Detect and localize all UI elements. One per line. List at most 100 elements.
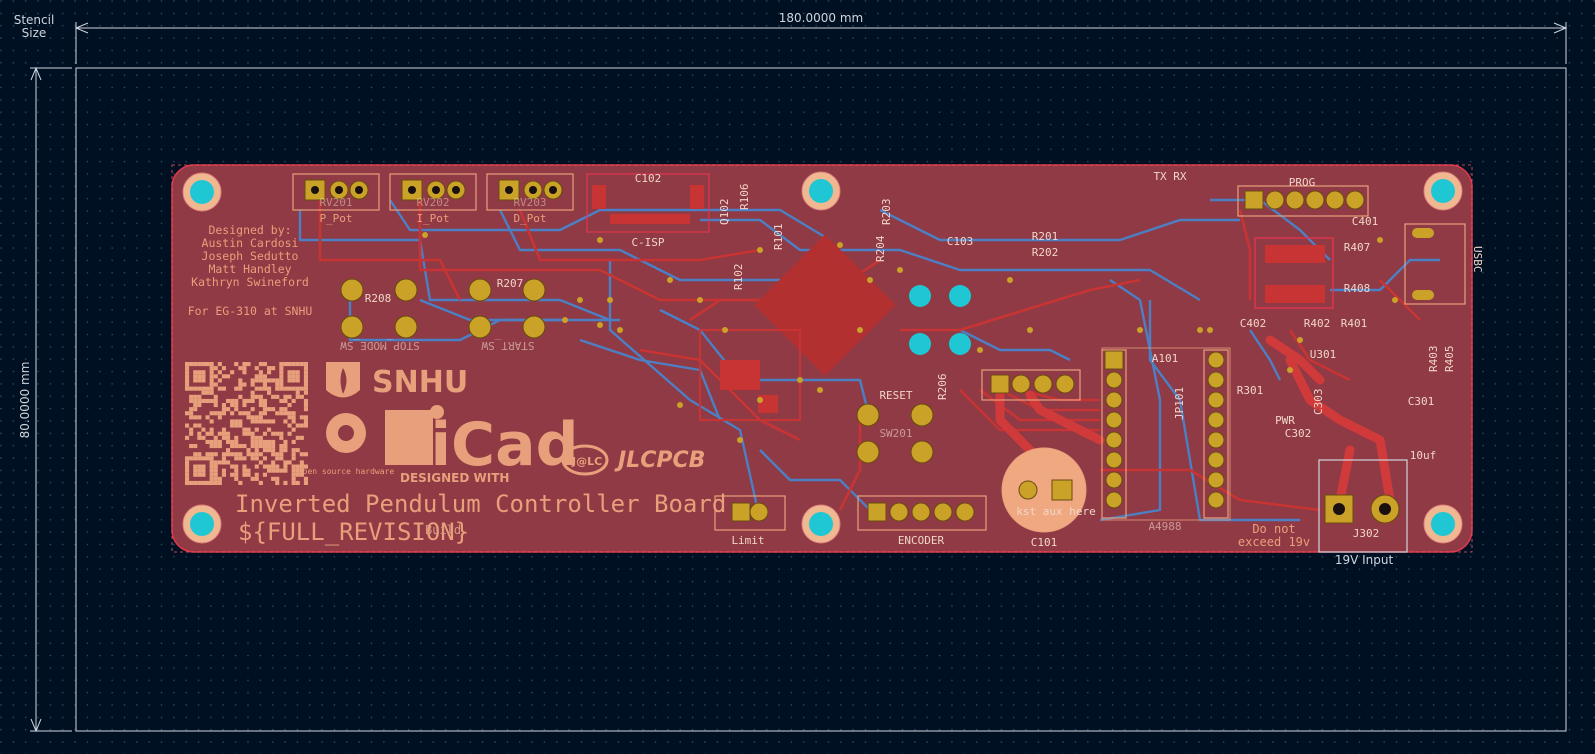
qr-cell [254, 452, 259, 457]
qr-cell [271, 378, 276, 383]
stepper-driver-headers[interactable] [1101, 347, 1231, 521]
stepper-driver-pins [1104, 350, 1225, 509]
qr-cell [242, 427, 247, 432]
tactile-switches[interactable] [340, 278, 934, 464]
via [597, 322, 603, 328]
qr-cell [193, 423, 198, 428]
qr-cell [258, 435, 263, 440]
qr-cell [238, 382, 243, 387]
crystal-cluster[interactable] [909, 285, 971, 355]
qr-cell [209, 427, 214, 432]
qr-cell [267, 419, 272, 424]
build-label: Build [425, 523, 461, 537]
qr-cell [197, 374, 202, 379]
qr-cell [209, 460, 214, 465]
limit-header[interactable] [714, 495, 786, 531]
qr-cell [258, 386, 263, 391]
qr-cell [303, 398, 308, 403]
via [677, 402, 683, 408]
isp-connector[interactable] [586, 173, 710, 233]
prog-header[interactable] [1237, 185, 1369, 217]
qr-cell [254, 476, 259, 481]
via [757, 247, 763, 253]
label-r206: R206 [936, 374, 949, 401]
qr-cell [242, 411, 247, 416]
label-r207: R207 [497, 277, 524, 290]
qr-cell [275, 394, 280, 399]
usb-uart-chip[interactable] [1254, 237, 1334, 309]
qr-cell [226, 374, 231, 379]
label-stop-sw: STOP_MODE_SW [340, 339, 420, 352]
qr-cell [242, 398, 247, 403]
qr-cell [303, 370, 308, 375]
qr-cell [193, 394, 198, 399]
qr-cell [267, 378, 272, 383]
qr-cell [185, 362, 190, 367]
qr-cell [303, 390, 308, 395]
qr-cell [197, 386, 202, 391]
qr-cell [267, 439, 272, 444]
qr-cell [258, 460, 263, 465]
qr-cell [209, 382, 214, 387]
qr-cell [291, 386, 296, 391]
qr-cell [205, 480, 210, 485]
snhu-logo-text: SNHU [372, 365, 468, 400]
qr-cell [185, 411, 190, 416]
via [562, 317, 568, 323]
qr-cell [254, 415, 259, 420]
qr-cell [197, 398, 202, 403]
qr-cell [246, 431, 251, 436]
pot-headers[interactable] [292, 173, 574, 211]
header-pin [1207, 431, 1225, 449]
power-input-terminal[interactable] [1318, 459, 1408, 553]
qr-cell [254, 374, 259, 379]
qr-cell [238, 378, 243, 383]
qr-cell [271, 431, 276, 436]
label-cisp: C-ISP [631, 236, 664, 249]
qr-cell [291, 476, 296, 481]
jlc-logo-text: JLCPCB [614, 448, 705, 473]
qr-cell [238, 444, 243, 449]
qr-cell [291, 398, 296, 403]
qr-cell [226, 398, 231, 403]
qr-cell [287, 403, 292, 408]
qr-cell [185, 366, 190, 371]
qr-cell [209, 411, 214, 416]
qr-cell [254, 472, 259, 477]
qr-cell [250, 382, 255, 387]
qr-cell [303, 464, 308, 469]
qr-cell [221, 411, 226, 416]
qr-cell [221, 435, 226, 440]
qr-cell [197, 370, 202, 375]
qr-cell [299, 435, 304, 440]
capacitor-c101[interactable] [1001, 447, 1087, 533]
qr-cell [230, 411, 235, 416]
qr-cell [217, 362, 222, 367]
motor-header[interactable] [981, 369, 1081, 401]
via [607, 297, 613, 303]
credits-line-3: Matt Handley [208, 262, 291, 276]
qr-cell [271, 394, 276, 399]
qr-cell [205, 390, 210, 395]
encoder-header[interactable] [857, 495, 987, 531]
qr-cell [221, 460, 226, 465]
qr-cell [197, 403, 202, 408]
usbc-connector[interactable] [1404, 223, 1466, 305]
qr-cell [242, 403, 247, 408]
back-copper-traces [298, 198, 1440, 522]
header-pin [1105, 431, 1123, 449]
via [1392, 297, 1398, 303]
qr-cell [303, 403, 308, 408]
qr-cell [230, 439, 235, 444]
qr-cell [262, 456, 267, 461]
qr-cell [193, 386, 198, 391]
header-pin [1105, 371, 1123, 389]
qr-cell [185, 370, 190, 375]
qr-cell [258, 370, 263, 375]
qr-cell [283, 460, 288, 465]
qr-cell [213, 476, 218, 481]
qr-cell [279, 435, 284, 440]
reference-designators: P_Pot I_Pot D_Pot RV201 RV202 RV203 C102… [319, 170, 1484, 567]
label-start-sw: START_SW [481, 339, 534, 352]
